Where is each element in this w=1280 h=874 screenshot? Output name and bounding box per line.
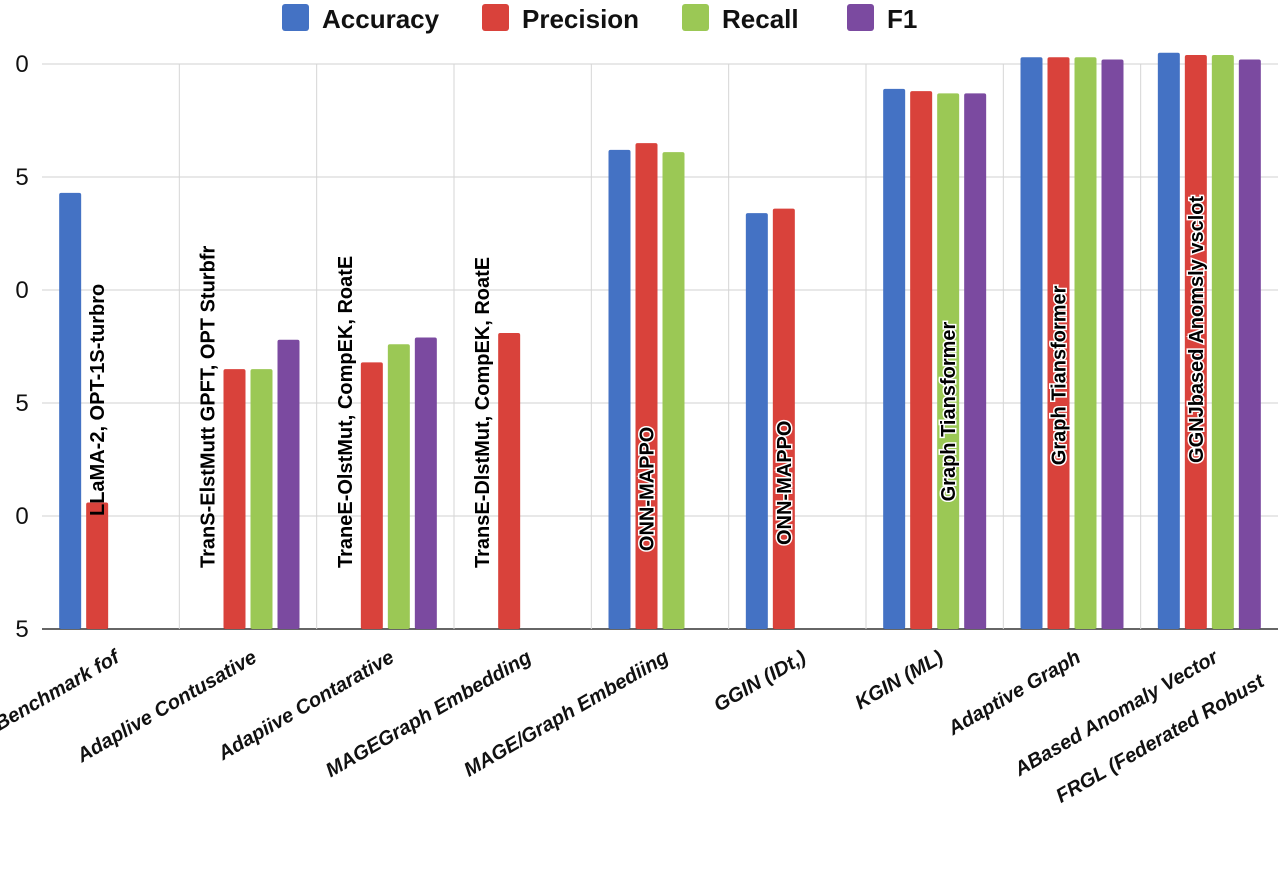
bar-recall xyxy=(250,369,273,629)
bar-annotations: LLaMA-2, OPT-1S-turbro TranS-ElstMutt GPF… xyxy=(87,194,1209,568)
bar-precision xyxy=(635,143,658,629)
x-category-label: Benchmark fof xyxy=(0,645,125,735)
y-tick-label: 5 xyxy=(15,164,28,191)
bar-recall xyxy=(1074,57,1097,630)
bar-precision xyxy=(910,91,933,630)
legend-swatch-f1 xyxy=(847,4,874,31)
x-category-label: GGIN (IDt,) xyxy=(710,646,810,716)
legend-label-precision: Precision xyxy=(522,4,639,34)
bar-recall xyxy=(1211,54,1234,629)
legend-label-f1: F1 xyxy=(887,4,917,34)
bar-accuracy xyxy=(883,88,906,630)
bar-precision xyxy=(498,332,521,629)
y-tick-label: 5 xyxy=(15,616,28,643)
legend-swatch-recall xyxy=(682,4,709,31)
legend-swatch-accuracy xyxy=(282,4,309,31)
legend-swatch-precision xyxy=(482,4,509,31)
bar-annotation-label: LLaMA-2, OPT-1S-turbro xyxy=(87,284,109,516)
y-axis-ticks: 0 5 0 5 0 5 xyxy=(15,51,28,643)
y-tick-label: 0 xyxy=(15,503,28,530)
y-tick-label: 0 xyxy=(15,51,28,78)
y-tick-label: 0 xyxy=(15,277,28,304)
legend-label-recall: Recall xyxy=(722,4,799,34)
bar-f1 xyxy=(414,337,437,629)
bar-accuracy xyxy=(608,149,631,629)
bar-f1 xyxy=(964,93,987,629)
x-category-label: Adaptive Graph xyxy=(944,646,1085,740)
bar-f1 xyxy=(277,339,300,629)
bar-accuracy xyxy=(1157,52,1180,629)
bar-precision xyxy=(1047,57,1070,630)
legend: Accuracy Precision Recall F1 xyxy=(282,4,917,34)
bar-f1 xyxy=(1101,59,1124,630)
bars xyxy=(59,52,1261,630)
bar-annotation-label: Graph Tiansformer xyxy=(938,321,960,501)
bar-recall xyxy=(937,93,960,629)
bar-annotation-label: GGNJbased Anomsly vsclot xyxy=(1186,196,1208,463)
bar-annotation-label: ONN-MAPPO xyxy=(774,421,796,545)
gridlines xyxy=(42,63,1278,630)
legend-label-accuracy: Accuracy xyxy=(322,4,440,34)
bar-annotation-label: ONN-MAPPO xyxy=(637,427,659,551)
x-category-label: KGIN (ML) xyxy=(851,646,947,714)
bar-precision xyxy=(360,362,383,629)
bar-precision xyxy=(86,502,109,629)
bar-accuracy xyxy=(1020,57,1043,630)
bar-f1 xyxy=(1238,59,1261,630)
bar-precision xyxy=(772,208,795,629)
bar-annotation-label: TransE-DlstMut, CompEK, RoatE xyxy=(472,257,494,568)
bar-accuracy xyxy=(59,192,82,629)
bar-annotation-label: Graph Tiansformer xyxy=(1049,285,1071,465)
bar-recall xyxy=(662,152,685,629)
y-tick-label: 5 xyxy=(15,390,28,417)
bar-precision xyxy=(223,369,246,629)
bar-annotation-label: TraneE-OlstMut, CompEK, RoatE xyxy=(335,256,357,568)
bar-recall xyxy=(387,344,410,629)
bar-precision xyxy=(1184,54,1207,629)
bar-accuracy xyxy=(745,213,768,629)
bar-annotation-label: TranS-ElstMutt GPFT, OPT Sturbfr xyxy=(198,246,220,568)
